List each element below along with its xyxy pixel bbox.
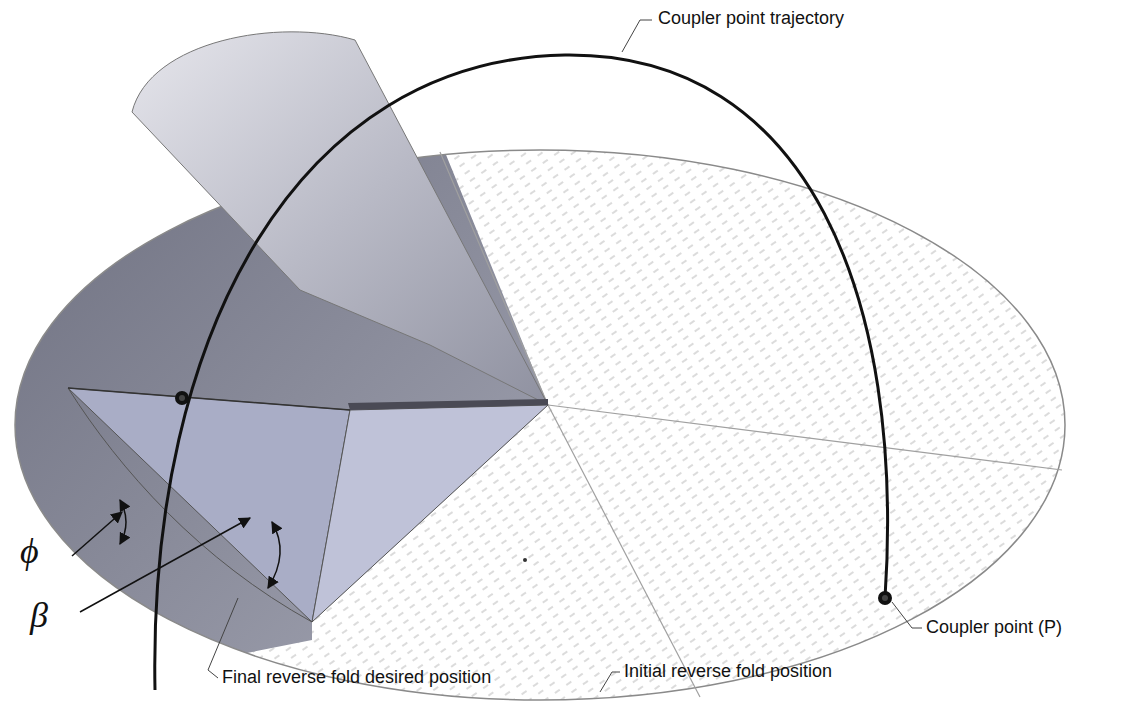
final-position-label: Final reverse fold desired position — [222, 668, 491, 688]
coupler-point-label: Coupler point (P) — [926, 618, 1062, 638]
angle-symbol: β — [30, 596, 48, 636]
angle-symbol: ϕ — [20, 532, 39, 572]
trajectory-label: Coupler point trajectory — [658, 9, 844, 29]
initial-position-label: Initial reverse fold position — [624, 662, 832, 682]
